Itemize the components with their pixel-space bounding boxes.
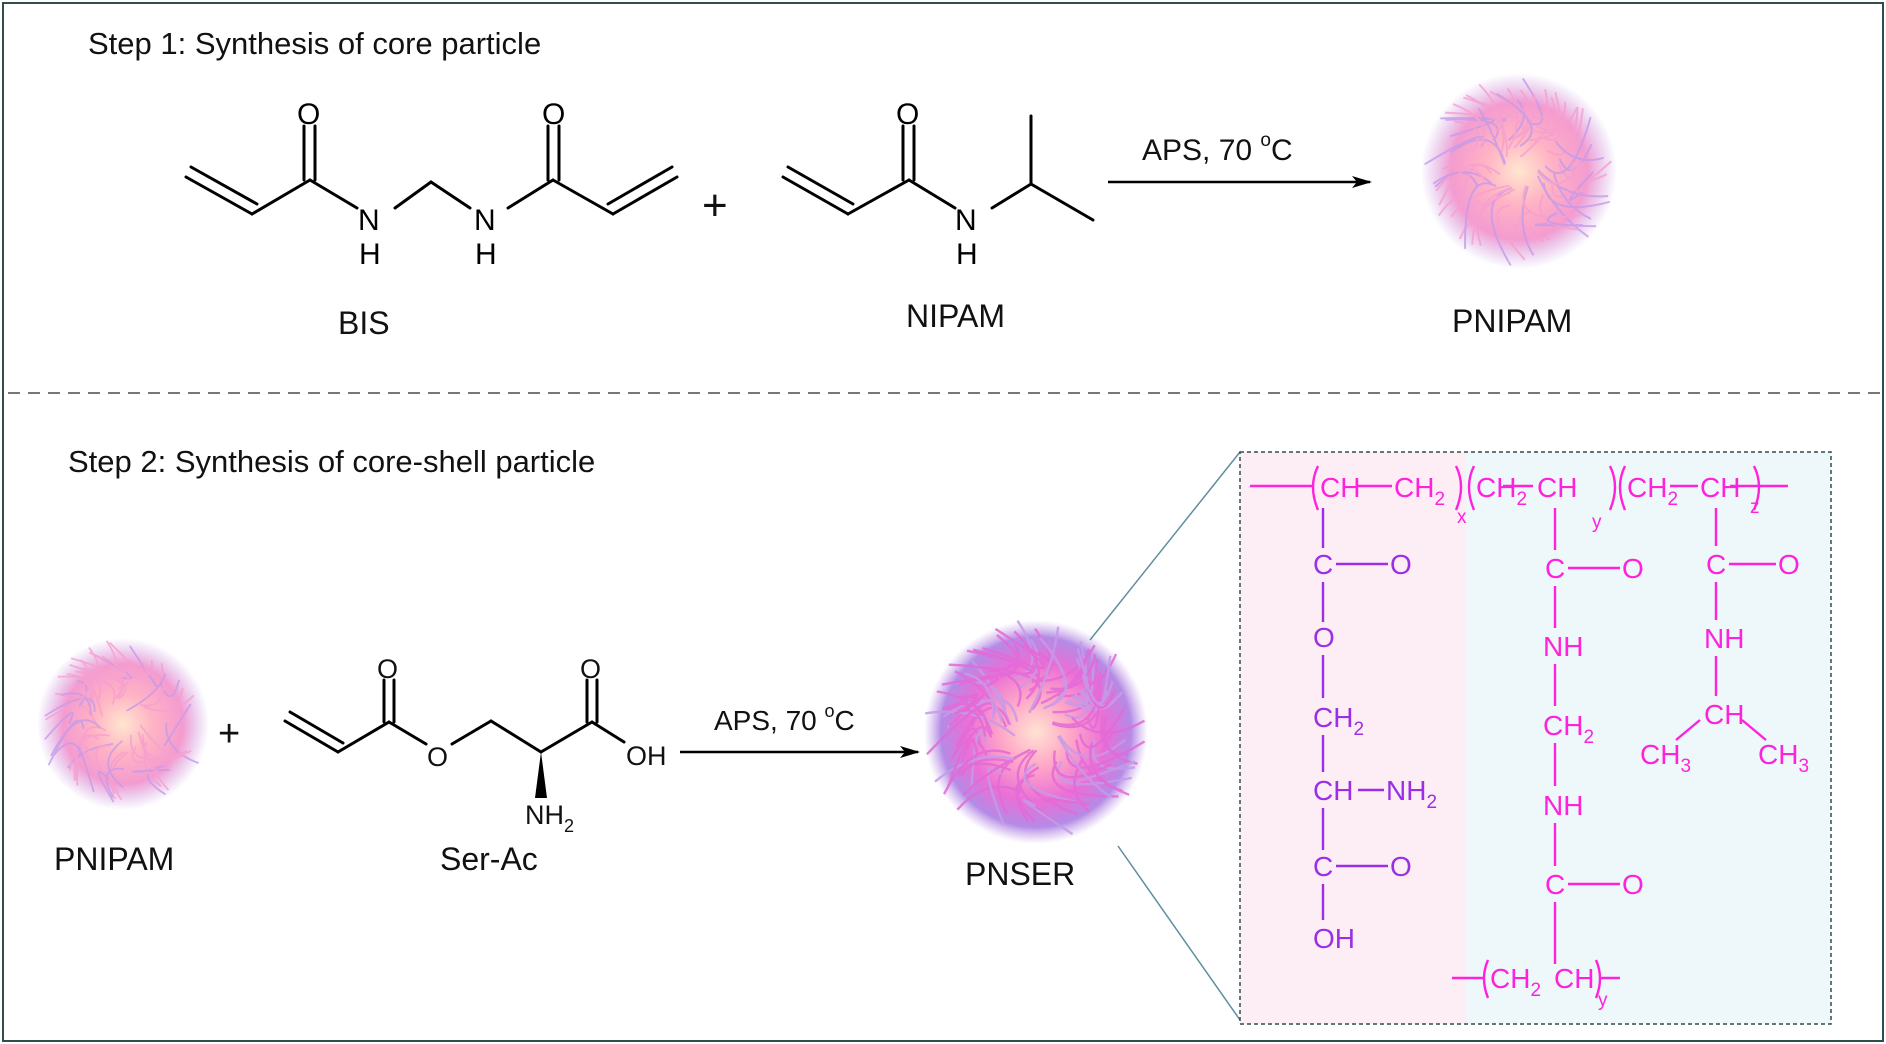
ser-ch2: CH2 [1313,702,1364,740]
step2-title: Step 2: Synthesis of core-shell particle [68,444,595,479]
poly-ch2-1: CH2 [1394,472,1445,510]
bis-o2: O [542,98,565,131]
serac-o1: O [377,654,398,684]
nip-ch3-right: CH3 [1758,739,1809,777]
ser-ch: CH [1313,775,1353,806]
poly-ch2-3: CH2 [1627,472,1678,510]
arrow2-conditions: APS, 70 oC [714,701,855,736]
pnser-label: PNSER [965,856,1075,892]
nipam-h: H [956,238,978,271]
nip-ch3-left: CH3 [1640,739,1691,777]
poly-y: y [1592,512,1602,533]
bis-nh1: NH [1543,631,1583,662]
pnipam-label-bottom: PNIPAM [54,841,174,877]
serac-structure: O O O OH NH2 [283,654,667,836]
pnipam-particle-icon-2 [37,638,209,810]
bis-n1: N [358,204,380,237]
serac-oh: OH [626,741,667,771]
bis-o1: O [1622,553,1644,584]
serac-o2: O [427,742,448,772]
plus-sign-1: + [702,181,728,230]
ser-o1: O [1390,549,1412,580]
poly-ch-3: CH [1700,472,1740,503]
serac-nh2: NH2 [525,800,574,836]
zoom-line-top [1089,451,1241,641]
bis-ch2: CH2 [1543,710,1594,748]
nipam-label: NIPAM [906,298,1005,334]
poly-z: z [1750,497,1760,518]
ser-o3: O [1390,851,1412,882]
ser-o2: O [1313,622,1335,653]
polymer-structure: CH CH2 x CH2 CH y CH2 CH z C O O CH2 CH … [1250,465,1809,1011]
polymer-detail-box [1239,451,1832,1025]
bis-nh2: NH [1543,790,1583,821]
serac-label: Ser-Ac [440,841,538,877]
nip-o: O [1778,549,1800,580]
poly-ch2-2: CH2 [1476,472,1527,510]
serac-o3: O [580,654,601,684]
bis-structure: O N H N H O [184,98,679,271]
ser-c1: C [1313,549,1333,580]
bis-h2: H [475,238,497,271]
ser-c2: C [1313,851,1333,882]
poly-ch-1: CH [1320,472,1360,503]
bot-y: y [1598,990,1608,1011]
arrow1-conditions: APS, 70 oC [1142,130,1293,167]
bis-n2: N [474,204,496,237]
bis-h1: H [359,238,381,271]
nipam-structure: O N H [781,98,1095,271]
nipam-o: O [896,98,919,131]
ser-nh2: NH2 [1386,775,1437,813]
bot-ch2: CH2 [1490,963,1541,1001]
step1-title: Step 1: Synthesis of core particle [88,26,541,61]
bis-o1: O [297,98,320,131]
bot-ch: CH [1554,963,1594,994]
poly-ch-2: CH [1537,472,1577,503]
bis-c1: C [1545,553,1565,584]
nip-nh: NH [1704,623,1744,654]
nipam-n: N [955,204,977,237]
pnipam-label-top: PNIPAM [1452,303,1572,339]
pnser-particle-icon [924,620,1148,844]
nip-ch: CH [1704,699,1744,730]
ser-oh: OH [1313,923,1355,954]
bis-c2: C [1545,869,1565,900]
bis-label: BIS [338,305,390,341]
poly-x: x [1457,507,1467,528]
plus-sign-2: + [218,713,240,755]
zoom-line-bottom [1117,845,1241,1021]
bis-o2: O [1622,869,1644,900]
pnipam-particle-icon [1421,73,1617,269]
nip-c: C [1706,549,1726,580]
